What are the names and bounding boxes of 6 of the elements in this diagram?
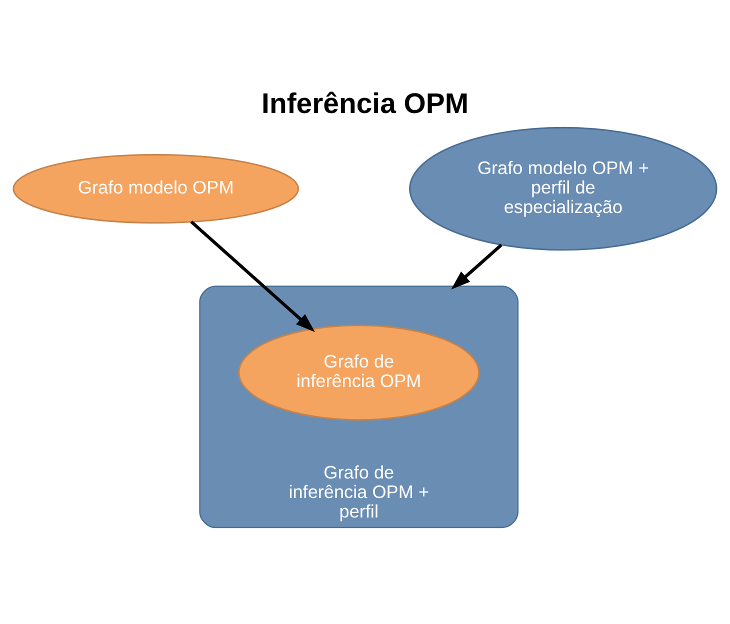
diagram-title: Inferência OPM <box>262 88 469 120</box>
arrow <box>190 220 316 332</box>
node-ellipse: Grafo modelo OPM + perfil de especialização <box>409 126 718 251</box>
node-ellipse: Grafo modelo OPM <box>12 154 300 224</box>
node-ellipse: Grafo de inferência OPM <box>238 324 480 421</box>
arrow <box>451 244 502 290</box>
